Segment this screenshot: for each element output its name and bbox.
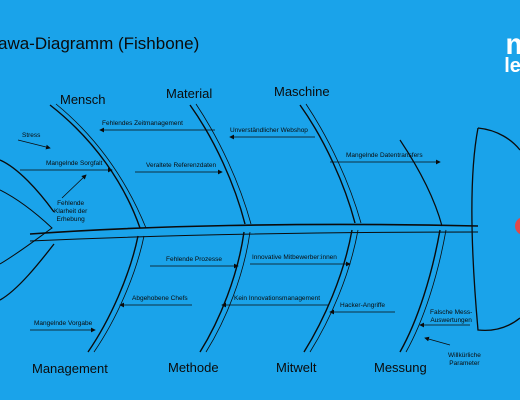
bone-mensch (49, 104, 141, 229)
category-management: Management (32, 361, 108, 376)
bone-messung (399, 229, 441, 353)
fish-tail-upper (0, 159, 55, 213)
bone-material (189, 104, 246, 225)
bone-maschine (299, 104, 356, 224)
bone-mensch-inner (55, 103, 147, 229)
category-mensch: Mensch (60, 92, 106, 107)
cause-unverstaendlicher-webshop: Unverständlicher Webshop (230, 127, 308, 134)
cause-fehlende-klarheit: Fehlende Klarheit der Erhebung (54, 200, 88, 224)
diagram-title: awa-Diagramm (Fishbone) (0, 34, 200, 53)
bone-messung-inner (405, 229, 447, 353)
cause-mangelnde-datentransfers: Mangelnde Datentransfers (346, 152, 423, 159)
bone-mitwelt (303, 229, 353, 353)
cause-innovative-mitbewerber: Innovative Mitbewerber:innen (252, 254, 337, 261)
arrow-fehlende-klarheit (61, 174, 87, 199)
category-messung: Messung (374, 360, 427, 375)
bone-methode-inner (205, 231, 251, 353)
category-maschine: Maschine (274, 84, 330, 99)
cause-veraltete-referenzdaten: Veraltete Referenzdaten (146, 162, 217, 169)
cause-fehlendes-zeitmanagement: Fehlendes Zeitmanagement (102, 120, 183, 127)
cause-fehlende-prozesse: Fehlende Prozesse (166, 256, 223, 263)
fish-eye (515, 217, 520, 235)
cause-hacker-angriffe: Hacker-Angriffe (340, 302, 386, 309)
bone-methode (199, 231, 245, 353)
fish-spine-lower (29, 231, 479, 242)
cause-mangelnde-vorgabe: Mangelnde Vorgabe (34, 320, 93, 327)
cause-stress: Stress (22, 132, 41, 139)
fish-tail-inner (0, 189, 53, 265)
arrow-willkuerliche-parameter (424, 336, 451, 346)
bone-management-inner (93, 235, 145, 353)
brand-logo: m lev (504, 28, 520, 77)
category-mitwelt: Mitwelt (276, 360, 317, 375)
bone-mitwelt-inner (309, 229, 359, 353)
fish-head-outline (471, 127, 520, 332)
cause-willkuerliche-parameter: Willkürliche Parameter (448, 352, 481, 368)
cause-mangelnde-sorgfalt: Mangelnde Sorgfalt (46, 160, 103, 167)
category-material: Material (166, 86, 213, 101)
cause-falsche-messauswertungen: Falsche Mess- Auswertungen (430, 309, 473, 325)
bone-material-inner (195, 103, 252, 225)
fish-spine (29, 223, 479, 235)
cause-abgehobene-chefs: Abgehobene Chefs (132, 295, 188, 302)
category-methode: Methode (168, 360, 219, 375)
bone-management (87, 235, 139, 353)
logo-line-2: lev (504, 55, 520, 77)
bone-extra-upper (399, 139, 443, 227)
arrow-stress (17, 139, 51, 150)
cause-kein-innovationsmanagement: Kein Innovationsmanagement (234, 295, 321, 302)
fish-tail-lower (0, 243, 55, 301)
logo-line-1: m (505, 28, 520, 61)
